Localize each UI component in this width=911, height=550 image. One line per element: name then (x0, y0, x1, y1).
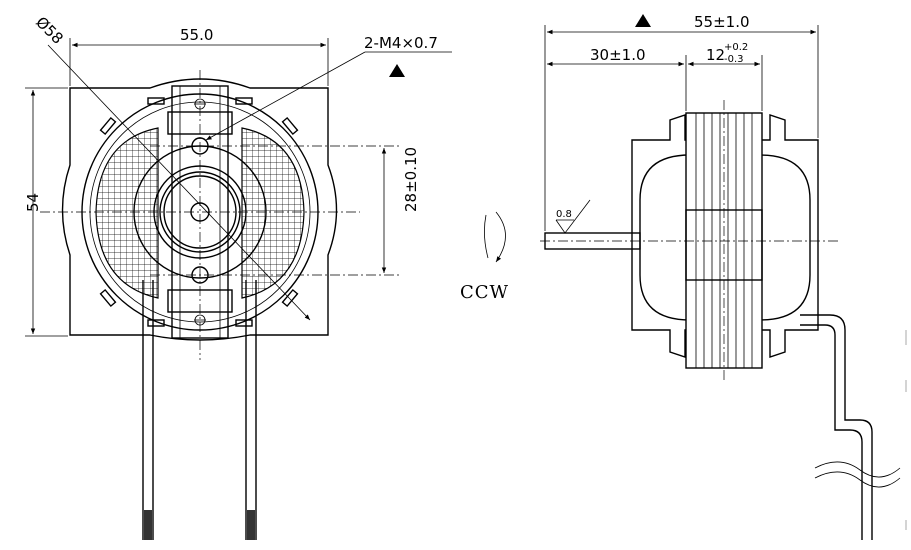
lead-wires (142, 280, 257, 540)
surface-label: 0.8 (556, 209, 572, 220)
surface-finish-symbol (555, 199, 591, 234)
shaft-label: 30±1.0 (590, 46, 646, 64)
critical-triangle-side (635, 14, 651, 27)
coil-left (95, 127, 159, 299)
stack-base: 12 (706, 46, 725, 64)
front-view: Ø58 55.0 54 28±0.10 2-M4×0.7 (24, 13, 452, 540)
wire-end-left (144, 510, 152, 540)
side-view: 55±1.0 30±1.0 12 +0.2 -0.3 0.8 CCW (460, 13, 901, 540)
hole-spacing-label: 28±0.10 (402, 147, 420, 212)
coil-right (241, 127, 305, 299)
rotor-inner (163, 175, 237, 249)
side-lead-wire (800, 314, 873, 540)
side-coil-body (639, 154, 811, 321)
side-frame (631, 114, 819, 358)
rotation-arrow (495, 211, 506, 263)
outer-flange (61, 78, 338, 341)
dia-label: Ø58 (32, 13, 67, 48)
stack-tol-plus: +0.2 (724, 42, 748, 53)
break-lines (814, 461, 901, 488)
width-label: 55.0 (180, 26, 213, 44)
plate-slots (99, 97, 299, 327)
thread-label: 2-M4×0.7 (364, 34, 438, 52)
dia-leader (47, 44, 311, 321)
overall-label: 55±1.0 (694, 13, 750, 31)
wire-end-right (247, 510, 255, 540)
critical-triangle-front (389, 64, 405, 77)
height-label: 54 (24, 193, 42, 212)
thread-leader (205, 51, 366, 141)
rotation-label: CCW (460, 282, 509, 303)
stack-tol-minus: -0.3 (724, 54, 744, 65)
